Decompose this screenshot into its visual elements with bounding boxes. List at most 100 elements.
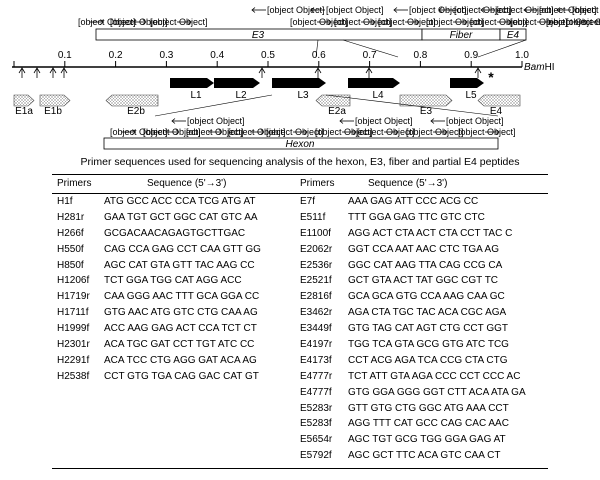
- asterisk-mark: *: [488, 69, 494, 85]
- primer-arrowhead: [393, 7, 398, 13]
- fiber-label: Fiber: [450, 30, 473, 41]
- primer-arrowhead: [495, 129, 500, 135]
- primer-name: E1100f: [300, 227, 331, 239]
- e3-zoom-line-left: [315, 39, 319, 58]
- late-gene-arrow: [348, 78, 400, 88]
- primer-arrowhead: [443, 129, 448, 135]
- early-gene-arrow: [13, 94, 35, 107]
- primer-arrowhead: [171, 118, 176, 124]
- primer-sequence: GTG TAG CAT AGT CTG CCT GGT: [348, 323, 509, 335]
- primer-arrowhead: [556, 7, 561, 13]
- e3-zoom-line-mid: [342, 39, 399, 58]
- primer-sequence: GCA GCA GTG CCA AAG CAA GC: [348, 291, 505, 303]
- primer-arrowhead: [480, 7, 485, 13]
- primer-name: E5283f: [300, 418, 332, 430]
- hexon-zoom-line-left: [154, 94, 273, 117]
- bamhi-site-arrowhead: [49, 67, 57, 74]
- late-gene-label: L1: [190, 90, 202, 101]
- late-gene-arrow: [170, 78, 214, 88]
- primer-arrowhead: [523, 7, 528, 13]
- primer-label: [object Object]: [267, 5, 325, 15]
- early-genes: E1a E1b E2b E2a E3 E4: [13, 94, 521, 117]
- scale-tick-label: 0.6: [312, 50, 326, 61]
- primer-arrowhead: [260, 129, 265, 135]
- primer-label: [object Object]: [326, 5, 384, 15]
- hexon-primer-labels: [object Object][object Object][object Ob…: [110, 116, 516, 137]
- primer-sequence: TCT GGA TGG CAT AGG ACC: [104, 275, 242, 287]
- primer-name: H1719r: [57, 291, 90, 303]
- early-gene-label-e3: E3: [420, 106, 433, 117]
- primer-arrowhead: [438, 7, 443, 13]
- primer-name: H266f: [57, 227, 84, 239]
- primer-name: E2816f: [300, 291, 332, 303]
- primer-arrowhead: [310, 7, 315, 13]
- primer-name: H1206f: [57, 275, 90, 287]
- primer-sequence: CAA GGG AAC TTT GCA GGA CC: [104, 291, 260, 303]
- early-gene-arrow: [477, 94, 521, 107]
- primer-arrowhead: [547, 19, 552, 25]
- primer-sequence: AGG ACT CTA ACT CTA CCT TAC C: [348, 227, 513, 239]
- primer-sequence: GTG GGA GGG GGT CTT ACA ATA GA: [348, 386, 526, 398]
- primer-arrowhead: [187, 19, 192, 25]
- hexon-box: [103, 137, 499, 150]
- primer-name: H1f: [57, 196, 73, 207]
- primer-arrowhead: [430, 118, 435, 124]
- primer-name: E2062r: [300, 243, 333, 255]
- primer-name: E4777r: [300, 370, 333, 382]
- early-gene-label-e2a: E2a: [328, 106, 346, 117]
- scale-tick-label: 0.5: [261, 50, 275, 61]
- early-gene-label-e2b: E2b: [127, 106, 145, 117]
- table-bottom-rule: [52, 468, 548, 469]
- primer-name: E511f: [300, 211, 326, 223]
- e3-region-label: E3: [252, 30, 265, 41]
- e3-primer-labels: [object Object][object Object][object Ob…: [78, 5, 600, 27]
- early-gene-label-e1a: E1a: [15, 106, 33, 117]
- left-sequence-header: Sequence (5'→3'): [147, 178, 227, 189]
- primer-label: [object Object]: [446, 116, 504, 126]
- primer-label: [object Object]: [572, 5, 600, 15]
- primer-sequence: GCT GTA ACT TAT GGC CGT TC: [348, 275, 499, 287]
- primer-sequence: GGC CAT AAG TTA CAG CCG CA: [348, 259, 503, 271]
- late-gene-arrow: [214, 78, 260, 88]
- primer-name: E3462r: [300, 307, 333, 319]
- early-gene-arrow: [105, 94, 159, 107]
- early-gene-label-e4: E4: [490, 106, 503, 117]
- primer-arrowhead: [100, 19, 105, 25]
- early-gene-label-e1b: E1b: [44, 106, 62, 117]
- primer-name: H1711f: [57, 307, 89, 319]
- primer-sequence: AGC GCT TTC ACA GTC CAA CT: [348, 450, 501, 462]
- bamhi-site-arrowhead: [60, 67, 68, 74]
- e4-region-box: [499, 28, 527, 41]
- primer-sequence: GTG AAC ATG GTC CTG CAA AG: [104, 307, 258, 319]
- primer-sequence: TCT ATT GTA AGA CCC CCT CCC AC: [348, 370, 521, 382]
- right-primers-header: Primers: [300, 178, 335, 189]
- hexon-label: Hexon: [286, 139, 315, 150]
- primer-arrowhead: [218, 129, 223, 135]
- primer-arrowhead: [327, 19, 332, 25]
- left-primers-header: Primers: [57, 178, 92, 189]
- primer-arrowhead: [132, 129, 137, 135]
- primer-sequence: AGC CAT GTA GTT TAC AAG CC: [104, 259, 255, 271]
- scale-tick-label: 1.0: [515, 50, 529, 61]
- primer-arrowhead: [303, 129, 308, 135]
- primer-name: H2301r: [57, 339, 90, 351]
- primer-name: H550f: [57, 243, 84, 255]
- scale-tick-label: 0.7: [363, 50, 377, 61]
- right-sequence-header: Sequence (5'→3'): [368, 178, 448, 189]
- primer-arrowhead: [175, 129, 180, 135]
